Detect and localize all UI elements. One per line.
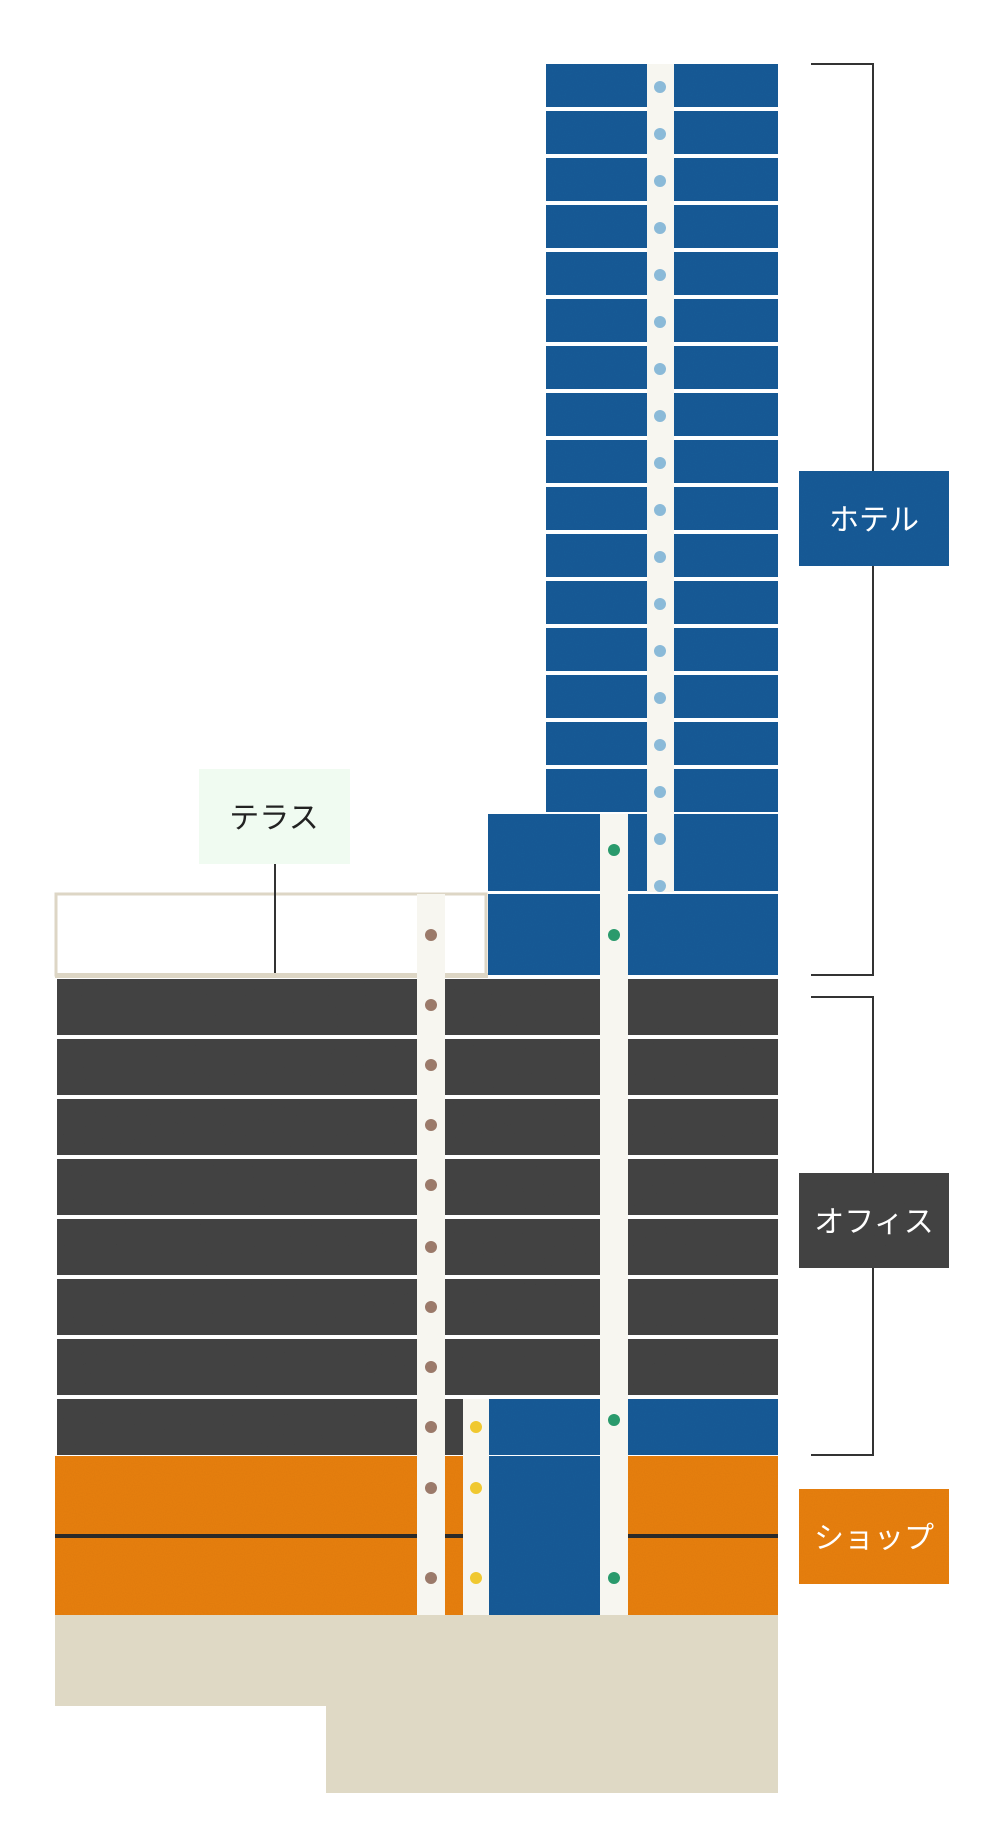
hotel-floor [488,814,778,891]
office-elevator-stop [425,1421,437,1433]
hotel-label-box [799,471,949,566]
office-elevator-stop [425,1572,437,1584]
tower-elevator-stop [608,1414,620,1426]
hotel-elevator-stop [654,786,666,798]
office-elevator-stop [425,1119,437,1131]
tower-elevator-shaft [600,814,628,1615]
hotel-elevator-stop [654,739,666,751]
terrace-label: テラス [199,769,350,864]
hotel-core-block [488,1399,778,1455]
tower-elevator-stop [608,844,620,856]
hotel-elevator-stop [654,880,666,892]
hotel-elevator-stop [654,81,666,93]
hotel-label-text: ホテル [829,503,919,538]
hotel-elevator-stop [654,410,666,422]
tower-elevator-stop [608,1572,620,1584]
hotel-floor [488,894,778,975]
office-elevator-stop [425,1059,437,1071]
shop-elevator-stop [470,1572,482,1584]
shop-floor-divider [55,1534,778,1538]
tower-elevator-stop [608,929,620,941]
office-elevator-stop [425,1482,437,1494]
terrace-label-box [199,769,350,864]
terrace-label-text: テラス [229,801,318,836]
hotel-elevator-stop [654,457,666,469]
shop-label: ショップ [799,1489,949,1584]
hotel-floors [488,64,778,975]
hotel-elevator-stop [654,504,666,516]
hotel-label: ホテル [799,471,949,566]
terrace [54,892,488,978]
hotel-elevator-stop [654,222,666,234]
office-label-text: オフィス [814,1205,933,1240]
terrace-area [54,892,488,977]
hotel-elevator-shaft [647,64,674,892]
hotel-elevator-stop [654,269,666,281]
office-elevator-stop [425,929,437,941]
hotel-elevator-stop [654,363,666,375]
hotel-core-lower [488,1399,778,1615]
office-elevator-stop [425,1361,437,1373]
hotel-elevator-stop [654,598,666,610]
hotel-elevator-stop [654,833,666,845]
office-label: オフィス [799,1173,949,1268]
office-label-box [799,1173,949,1268]
hotel-elevator-stop [654,175,666,187]
office-elevator-stop [425,1179,437,1191]
hotel-core-block [488,1456,606,1615]
hotel-elevator-stop [654,128,666,140]
hotel-elevator-stop [654,645,666,657]
elevator-shafts [417,64,674,1615]
shop-elevator-stop [470,1482,482,1494]
foundation-upper [55,1615,778,1706]
shop-label-box [799,1489,949,1584]
office-elevator-stop [425,1241,437,1253]
elevator-stop-dots [425,81,666,1584]
office-elevator-stop [425,999,437,1011]
shop-label-text: ショップ [814,1521,934,1556]
office-elevator-stop [425,1301,437,1313]
office-elevator-shaft [417,894,445,1615]
terrace-floor-line [55,973,488,978]
hotel-elevator-stop [654,692,666,704]
hotel-elevator-stop [654,316,666,328]
foundation-lower [326,1700,778,1793]
foundation [55,1615,778,1793]
shop-elevator-stop [470,1421,482,1433]
hotel-elevator-stop [654,551,666,563]
